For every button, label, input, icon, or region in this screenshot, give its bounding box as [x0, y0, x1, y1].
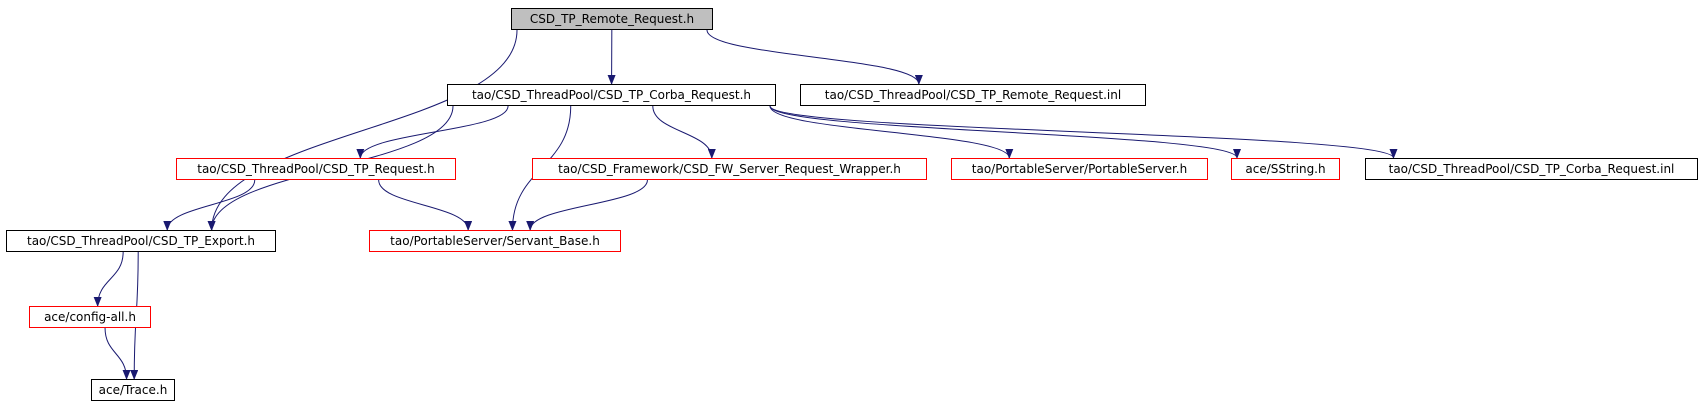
node-trace-h[interactable]: ace/Trace.h: [91, 379, 175, 401]
edge-corba-request-h-to-fw-server-request-wrapper-h: [652, 105, 716, 159]
node-csd-tp-remote-request-h[interactable]: CSD_TP_Remote_Request.h: [511, 8, 713, 30]
node-csd-fw-server-request-wrapper-h[interactable]: tao/CSD_Framework/CSD_FW_Server_Request_…: [532, 158, 927, 180]
node-sstring-h[interactable]: ace/SString.h: [1231, 158, 1340, 180]
edge-tp-request-h-to-servant-base-h: [378, 179, 473, 231]
edge-corba-request-h-to-tp-request-h: [356, 105, 509, 159]
node-csd-tp-request-h[interactable]: tao/CSD_ThreadPool/CSD_TP_Request.h: [176, 158, 456, 180]
node-csd-tp-export-h[interactable]: tao/CSD_ThreadPool/CSD_TP_Export.h: [6, 230, 276, 252]
node-servant-base-h[interactable]: tao/PortableServer/Servant_Base.h: [369, 230, 621, 252]
node-csd-tp-corba-request-h[interactable]: tao/CSD_ThreadPool/CSD_TP_Corba_Request.…: [447, 84, 776, 106]
edge-corba-request-h-to-corba-request-inl: [769, 105, 1398, 159]
node-config-all-h[interactable]: ace/config-all.h: [29, 306, 151, 328]
edge-remote-request-h-to-tp-export-h: [207, 29, 518, 231]
edge-corba-request-h-to-portable-server-h: [769, 105, 1014, 159]
edge-remote-request-h-to-remote-request-inl: [706, 29, 923, 85]
node-portable-server-h[interactable]: tao/PortableServer/PortableServer.h: [951, 158, 1208, 180]
edge-corba-request-h-to-sstring-h: [769, 105, 1241, 159]
node-csd-tp-remote-request-inl[interactable]: tao/CSD_ThreadPool/CSD_TP_Remote_Request…: [800, 84, 1146, 106]
edge-config-all-h-to-trace-h: [104, 327, 131, 380]
edge-tp-request-h-to-tp-export-h: [163, 179, 256, 231]
edge-fw-server-request-wrapper-h-to-servant-base-h: [526, 179, 648, 231]
node-csd-tp-corba-request-inl[interactable]: tao/CSD_ThreadPool/CSD_TP_Corba_Request.…: [1365, 158, 1698, 180]
edge-tp-export-h-to-config-all-h: [93, 251, 124, 307]
